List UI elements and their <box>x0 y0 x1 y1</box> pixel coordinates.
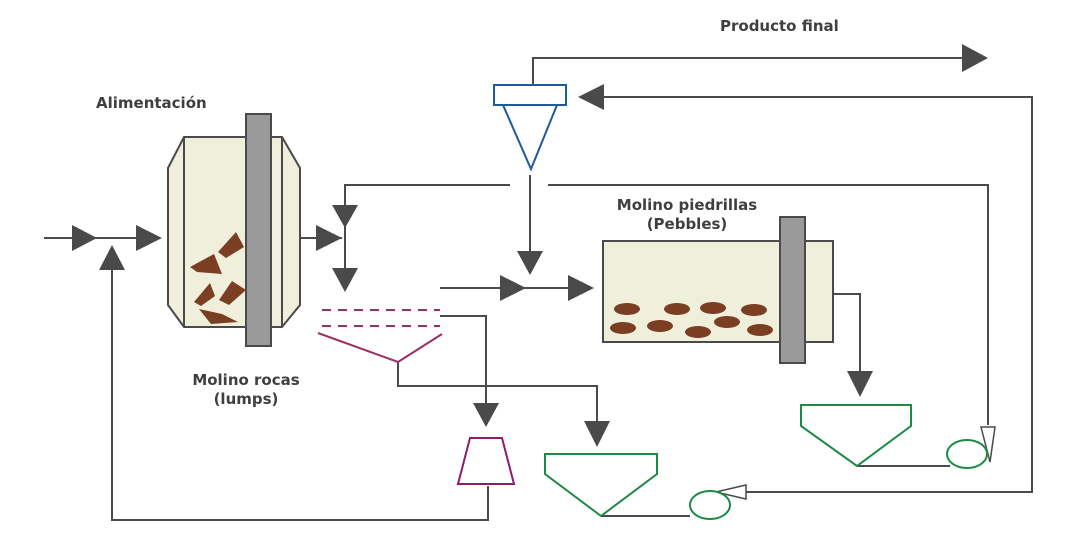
crusher-feed-arrow <box>473 403 499 427</box>
underflow-left-line <box>344 184 510 290</box>
pebble-mill-discharge-line <box>834 293 861 385</box>
hydrocyclone-cone <box>501 104 559 172</box>
rock-lump-1 <box>218 232 244 258</box>
recycle-up-arrow <box>99 245 125 270</box>
pebble <box>714 316 740 328</box>
pebble <box>685 326 711 338</box>
screen-to-crusher-line <box>440 315 487 425</box>
pump-2 <box>946 439 988 469</box>
sump1-feed-arrow <box>584 421 610 447</box>
pump2-inlet-arrow <box>980 426 996 463</box>
pebble <box>610 322 636 334</box>
flow-lines <box>44 57 1033 521</box>
rock-mill-label-line1: Molino rocas <box>192 371 300 389</box>
feed-label: Alimentación <box>96 94 207 112</box>
rock-lump-4 <box>194 283 215 306</box>
sump2-feed-arrow <box>847 371 873 397</box>
pebble-crusher <box>456 437 516 485</box>
sump-2 <box>800 404 912 468</box>
underflow-right-line <box>548 184 989 425</box>
pump-1 <box>689 490 731 520</box>
rock-mill-label: Molino rocas (lumps) <box>178 371 314 409</box>
underflow-down-arrow <box>517 251 543 275</box>
screen-hopper <box>317 332 443 364</box>
sumps-and-pumps <box>544 404 988 520</box>
screen-to-sump-line <box>397 362 598 440</box>
feed-arrow-1 <box>72 225 97 251</box>
crusher-return-line <box>111 255 489 521</box>
cyclone-feed-line <box>592 96 1033 493</box>
pebble <box>647 320 673 332</box>
pebble-mill <box>602 216 834 364</box>
pebble <box>614 303 640 315</box>
rock-mill-out-arrow <box>316 225 342 251</box>
final-product-label: Producto final <box>720 17 839 35</box>
sump-1 <box>544 453 658 518</box>
cyclone-feed-arrow <box>578 84 604 110</box>
pebble-mill-shaft <box>779 216 806 364</box>
rock-lump-5 <box>199 309 238 324</box>
pebble-mill-label: Molino piedrillas (Pebbles) <box>604 196 770 234</box>
vibrating-screen <box>317 309 443 364</box>
rock-lumps <box>190 232 246 324</box>
rock-mill <box>167 113 301 347</box>
final-product-arrow <box>962 44 988 72</box>
pump1-outlet-arrow <box>715 484 747 500</box>
pebble <box>741 304 767 316</box>
screen-oversize-arrow-2 <box>568 275 594 301</box>
underflow-left-arrow-1 <box>332 205 358 228</box>
pebbles <box>610 302 773 338</box>
feed-arrow-2 <box>136 225 162 251</box>
rock-lump-3 <box>219 281 246 305</box>
underflow-left-arrow-2 <box>332 268 358 292</box>
rock-lump-2 <box>190 254 222 274</box>
rock-mill-label-line2: (lumps) <box>213 390 279 408</box>
flow-arrows <box>72 44 996 500</box>
hydrocyclone <box>493 84 567 172</box>
rock-mill-shaft <box>245 113 272 347</box>
screen-oversize-arrow-1 <box>500 275 526 301</box>
hydrocyclone-head <box>493 84 567 106</box>
pebble <box>664 303 690 315</box>
final-product-line <box>532 57 968 86</box>
pebble <box>700 302 726 314</box>
pebble-mill-label-line1: Molino piedrillas <box>616 196 758 214</box>
pebble <box>747 324 773 336</box>
pebble-mill-label-line2: (Pebbles) <box>646 215 728 233</box>
